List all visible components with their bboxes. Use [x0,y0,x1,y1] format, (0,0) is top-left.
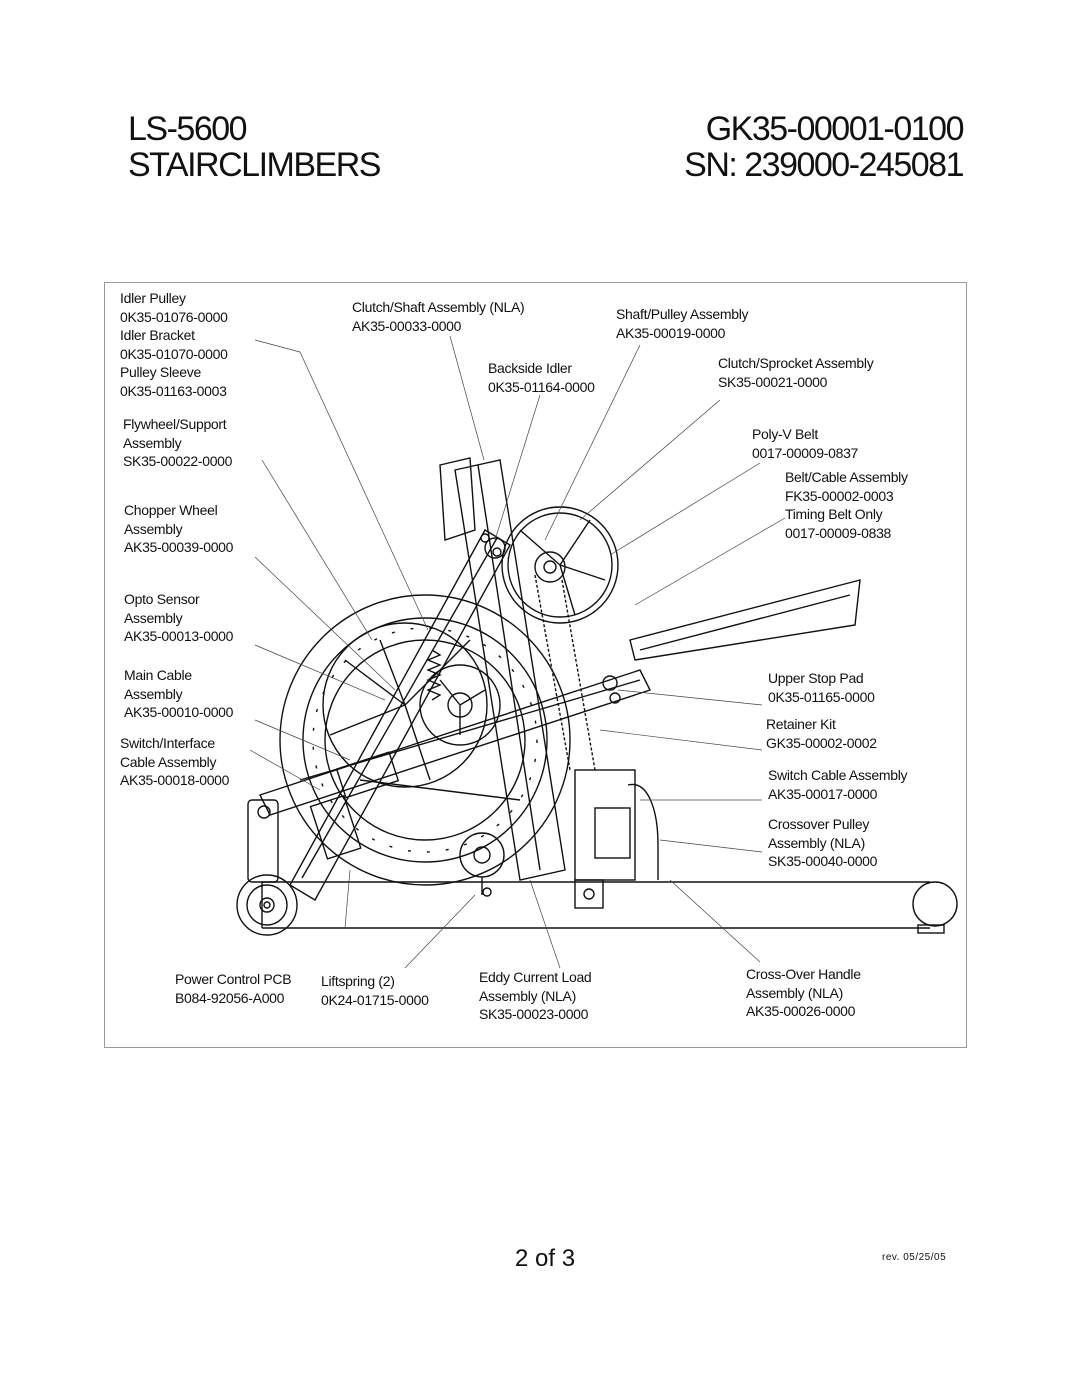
main-cable [359,779,521,801]
front-foot [912,881,958,934]
diagram-frame [104,282,967,1048]
flywheel-hub [419,664,501,746]
rear-strut [247,799,279,883]
rear-strut-bolt [257,805,271,819]
cross-member [259,669,651,816]
switch-box [574,769,636,881]
page-number: 2 of 3 [515,1245,576,1272]
base-rail [261,881,930,929]
power-pcb [309,794,362,860]
lift-spring [426,649,442,701]
label-liftspring: Liftspring (2)0K24-01715-0000 [321,973,429,1008]
upper-stop-pad [602,675,618,691]
upright-frame [439,457,566,881]
label-clutch-shaft: Clutch/Shaft Assembly (NLA)AK35-00033-00… [352,299,525,334]
interface-plate [335,751,400,799]
top-pulley [501,506,619,624]
model-title: LS-5600 [128,110,248,148]
part-number: GK35-00001-0100 [705,110,965,148]
revision-date: rev. 05/25/05 [882,1252,947,1263]
eddy-current-load [459,832,505,897]
category-title: STAIRCLIMBERS [128,146,381,184]
serial-range: SN: 239000-245081 [684,146,964,184]
chopper-wheel [322,622,488,788]
crossover-handle-hook [627,783,659,880]
timing-belt [534,574,596,771]
leader-lines [249,335,786,969]
base-bracket [574,879,604,909]
step-arm [629,579,861,661]
rear-roller [236,874,298,936]
